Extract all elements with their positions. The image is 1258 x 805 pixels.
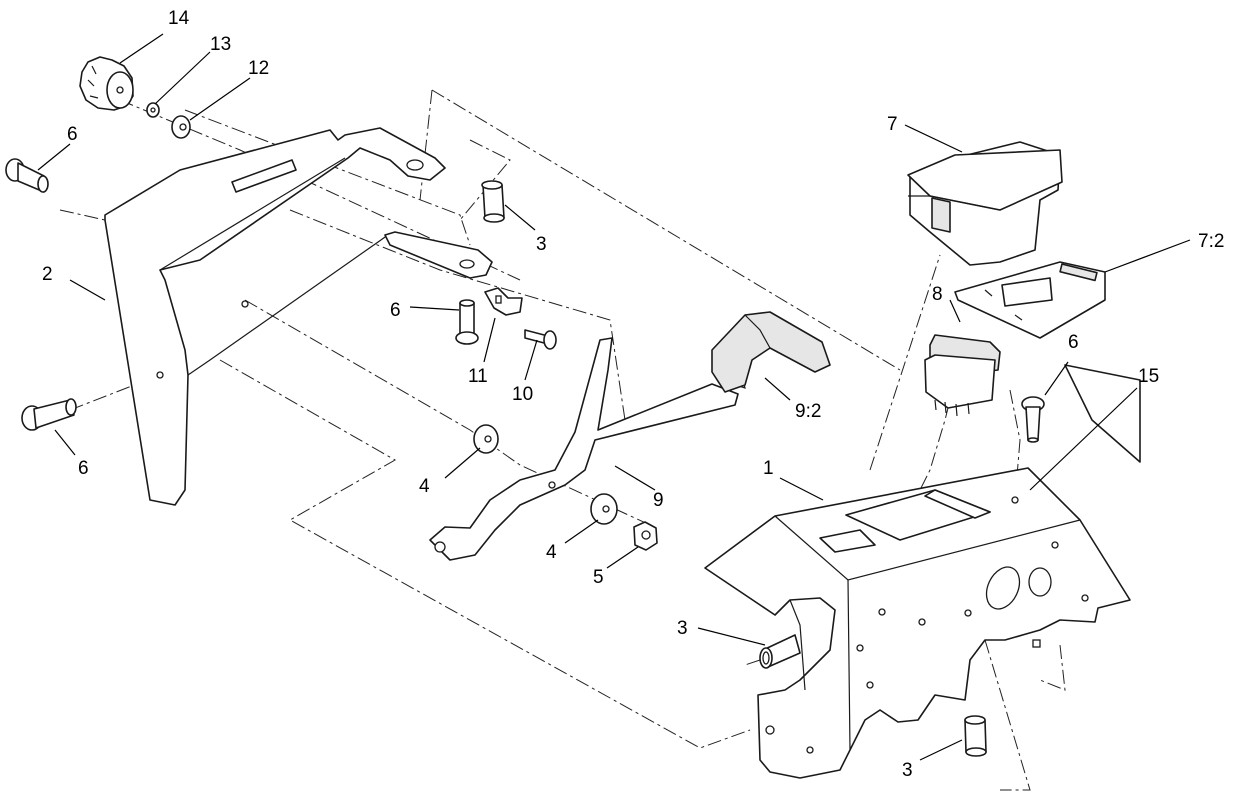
callout-4-lower: 4 bbox=[546, 542, 557, 563]
pin-part-10 bbox=[524, 329, 557, 350]
callout-6-mid: 6 bbox=[390, 300, 401, 321]
callout-1: 1 bbox=[763, 458, 774, 479]
callout-12: 12 bbox=[248, 58, 269, 79]
cover-part-7 bbox=[907, 141, 1063, 266]
bushing-part-3-lower-mid bbox=[759, 634, 801, 669]
leader-lines bbox=[37, 33, 1191, 761]
plate-part-15 bbox=[1064, 364, 1141, 463]
callout-4-upper: 4 bbox=[419, 476, 430, 497]
decal-plate-part-7-2 bbox=[954, 261, 1106, 339]
callout-7: 7 bbox=[887, 114, 898, 135]
callout-15: 15 bbox=[1138, 366, 1159, 387]
lock-washer-part-13 bbox=[146, 102, 160, 118]
callout-13: 13 bbox=[210, 34, 231, 55]
side-bracket-part-2 bbox=[104, 127, 446, 506]
flat-washer-part-12 bbox=[171, 115, 191, 139]
callout-6-right: 6 bbox=[1068, 332, 1079, 353]
callout-2: 2 bbox=[42, 264, 53, 285]
callout-14: 14 bbox=[168, 8, 190, 29]
callout-3-bottom: 3 bbox=[902, 760, 913, 781]
bolt-part-6-mid bbox=[455, 299, 479, 345]
callout-6-top-left: 6 bbox=[67, 124, 78, 145]
callout-10: 10 bbox=[512, 384, 533, 405]
callout-labels: 14 13 12 6 2 3 6 11 10 9:2 9 4 4 5 6 7 7… bbox=[42, 8, 1224, 781]
clip-part-11 bbox=[484, 287, 523, 316]
washer-part-4-lower bbox=[590, 493, 618, 525]
main-housing-part-1 bbox=[704, 467, 1131, 779]
callout-9: 9 bbox=[653, 490, 664, 511]
callout-11: 11 bbox=[468, 366, 488, 387]
callout-7-2: 7:2 bbox=[1198, 231, 1224, 252]
link-plate bbox=[384, 231, 493, 279]
bushing-part-3-bottom bbox=[964, 715, 987, 757]
bolt-part-6-top-left bbox=[5, 158, 49, 193]
callout-8: 8 bbox=[932, 284, 943, 305]
washer-part-4-upper bbox=[473, 424, 499, 454]
knob-part-14 bbox=[79, 56, 134, 111]
bolt-part-6-bottom-left bbox=[21, 398, 77, 431]
callout-3-lower-mid: 3 bbox=[677, 618, 688, 639]
callout-5: 5 bbox=[593, 567, 604, 588]
callout-9-2: 9:2 bbox=[795, 401, 821, 422]
rocker-switch-part-8 bbox=[924, 334, 1001, 417]
grip-part-9-2 bbox=[711, 311, 831, 393]
nut-part-5 bbox=[633, 521, 658, 551]
bushing-part-3-upper bbox=[481, 180, 505, 223]
callout-6-bottom-left: 6 bbox=[78, 458, 89, 479]
callout-3-upper: 3 bbox=[536, 234, 547, 255]
bolt-part-6-right bbox=[1021, 396, 1045, 443]
